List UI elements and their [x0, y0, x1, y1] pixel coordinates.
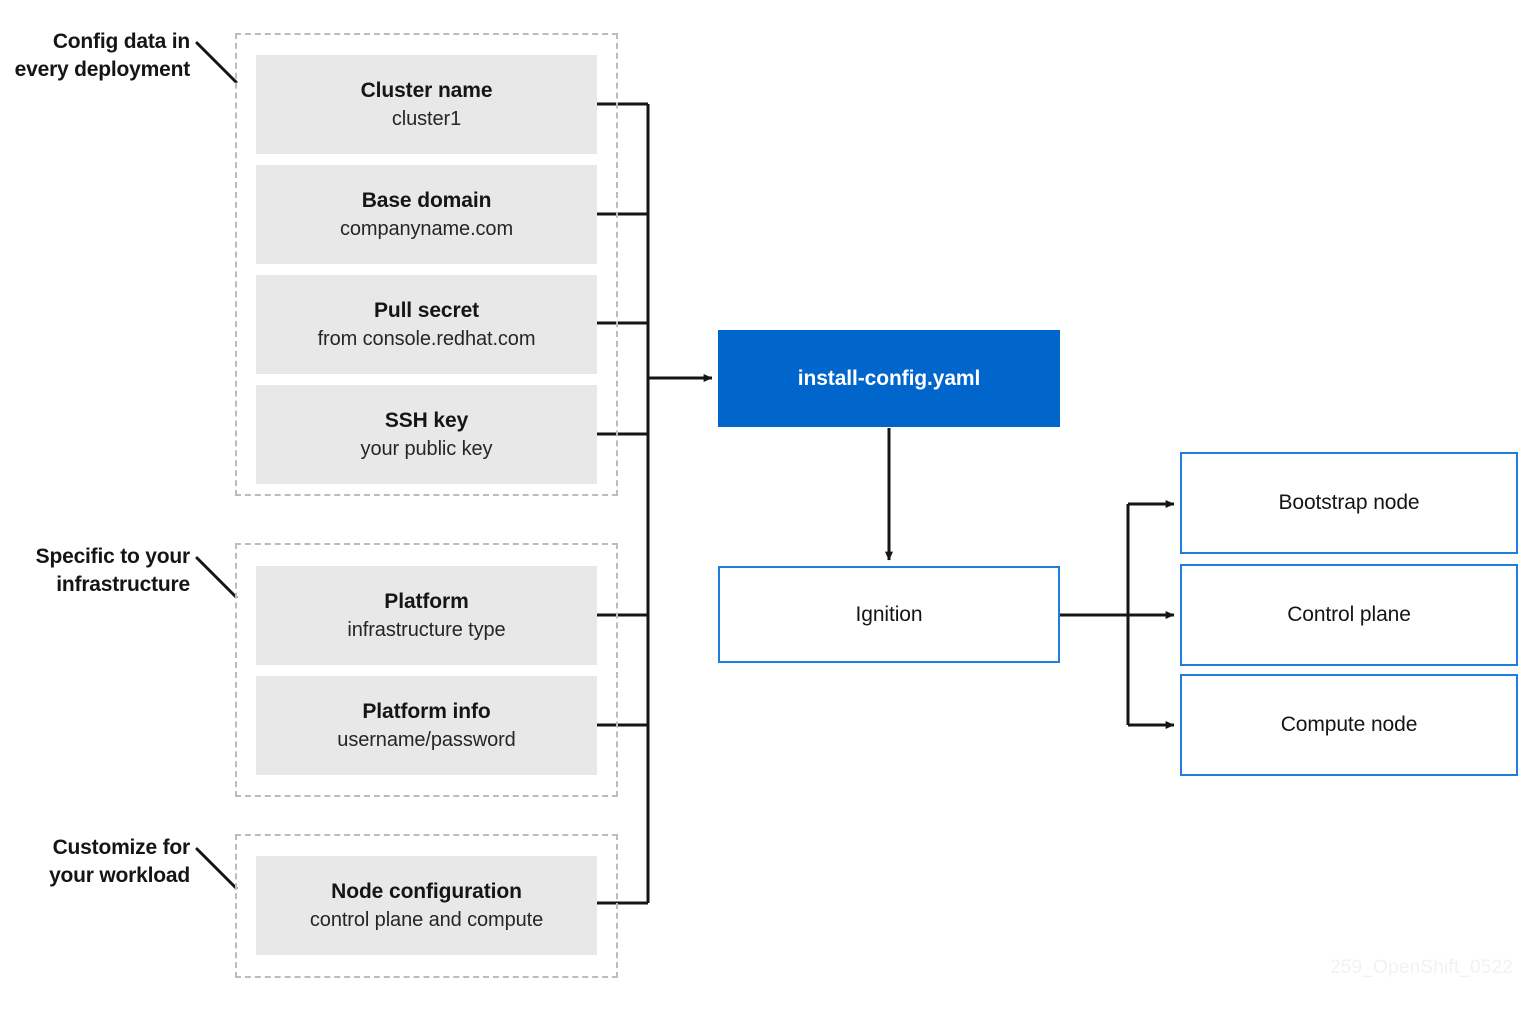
group-workload — [235, 834, 618, 978]
card-node-configuration[interactable]: Node configuration control plane and com… — [256, 856, 597, 955]
card-platform-title: Platform — [384, 590, 469, 613]
group-infrastructure — [235, 543, 618, 797]
card-cluster-name[interactable]: Cluster name cluster1 — [256, 55, 597, 154]
card-ssh-key[interactable]: SSH key your public key — [256, 385, 597, 484]
card-cluster-name-title: Cluster name — [360, 79, 493, 102]
node-compute-node-label: Compute node — [1280, 713, 1418, 736]
leader-line-config-data — [195, 41, 238, 84]
node-control-plane[interactable]: Control plane — [1180, 564, 1518, 666]
card-node-configuration-title: Node configuration — [331, 880, 522, 903]
card-pull-secret-subtitle: from console.redhat.com — [317, 327, 536, 350]
node-compute-node[interactable]: Compute node — [1180, 674, 1518, 776]
annotation-infrastructure-line2: infrastructure — [56, 572, 190, 596]
annotation-config-data-line2: every deployment — [14, 57, 191, 81]
annotation-config-data: Config data in every deployment — [0, 28, 191, 84]
annotation-config-data-line1: Config data in — [52, 30, 190, 53]
annotation-infrastructure-line1: Specific to your — [35, 545, 191, 568]
card-ssh-key-subtitle: your public key — [360, 437, 493, 460]
card-platform-subtitle: infrastructure type — [347, 618, 506, 641]
annotation-workload-line2: your workload — [49, 863, 190, 887]
leader-line-infrastructure — [195, 556, 238, 599]
card-pull-secret[interactable]: Pull secret from console.redhat.com — [256, 275, 597, 374]
watermark-label: 259_OpenShift_0522 — [1330, 957, 1514, 978]
card-pull-secret-title: Pull secret — [373, 299, 480, 322]
card-cluster-name-subtitle: cluster1 — [391, 107, 462, 130]
card-base-domain-subtitle: companyname.com — [339, 217, 514, 240]
group-config-data — [235, 33, 618, 496]
card-base-domain-title: Base domain — [361, 189, 492, 212]
card-base-domain[interactable]: Base domain companyname.com — [256, 165, 597, 264]
card-platform-info-subtitle: username/password — [337, 728, 516, 751]
node-control-plane-label: Control plane — [1287, 603, 1411, 626]
card-platform-info-title: Platform info — [362, 700, 491, 723]
leader-line-workload — [195, 847, 238, 890]
card-platform-info[interactable]: Platform info username/password — [256, 676, 597, 775]
node-install-config-yaml-label: install-config.yaml — [797, 366, 981, 390]
annotation-workload: Customize for your workload — [0, 834, 190, 890]
card-node-configuration-subtitle: control plane and compute — [309, 908, 544, 931]
node-ignition[interactable]: Ignition — [718, 566, 1060, 663]
card-ssh-key-title: SSH key — [384, 409, 469, 432]
annotation-infrastructure: Specific to your infrastructure — [0, 543, 191, 599]
node-bootstrap-node[interactable]: Bootstrap node — [1180, 452, 1518, 554]
card-platform[interactable]: Platform infrastructure type — [256, 566, 597, 665]
node-ignition-label: Ignition — [855, 602, 923, 626]
annotation-workload-line1: Customize for — [52, 836, 191, 859]
node-bootstrap-node-label: Bootstrap node — [1278, 491, 1420, 514]
node-install-config-yaml[interactable]: install-config.yaml — [718, 330, 1060, 427]
